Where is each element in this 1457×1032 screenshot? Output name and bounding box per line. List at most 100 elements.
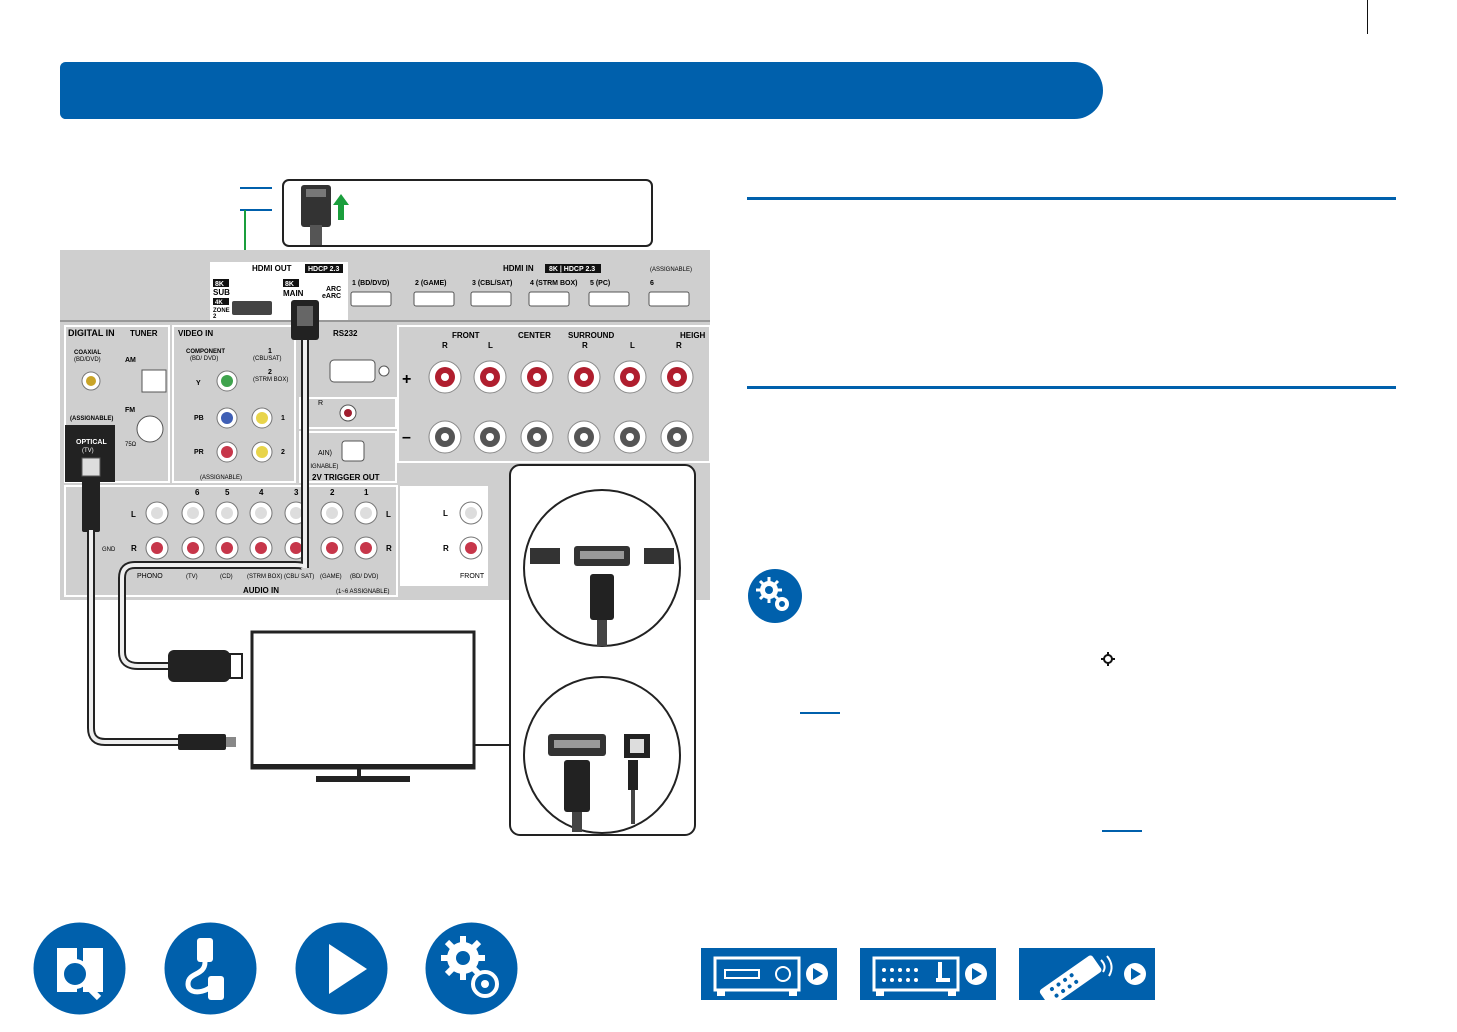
svg-text:+: + [402,371,411,388]
hdmi-plug-tv [168,650,230,682]
svg-text:(STRM BOX): (STRM BOX) [247,574,282,580]
svg-text:8K: 8K [215,281,224,288]
svg-text:L: L [488,341,493,350]
svg-text:3: 3 [294,488,299,497]
page-edge-rule [1367,0,1368,34]
svg-text:(ASSIGNABLE): (ASSIGNABLE) [200,475,242,481]
svg-text:ARC: ARC [326,286,341,293]
playback-icon[interactable] [295,922,388,1015]
hdmi-input-label: 6 [650,280,654,287]
setup-note-icon [748,569,802,623]
hdmi-input-port [648,291,690,307]
optical-plug-tv [178,734,226,750]
svg-text:AM: AM [125,357,136,364]
svg-text:COAXIAL: COAXIAL [74,350,101,356]
svg-text:L: L [443,509,448,518]
svg-text:R: R [386,544,392,553]
svg-text:R: R [442,341,448,350]
svg-text:VIDEO IN: VIDEO IN [178,329,213,338]
section-banner [60,62,1103,119]
svg-text:(BD/ DVD): (BD/ DVD) [350,574,378,580]
gear-icon [1101,652,1115,666]
setup-icon[interactable] [425,922,518,1015]
svg-text:2: 2 [268,369,272,376]
svg-text:TUNER: TUNER [130,329,158,338]
svg-text:SURROUND: SURROUND [568,331,614,340]
svg-text:FRONT: FRONT [452,331,480,340]
rear-panel-diagram: HDMI OUT HDCP 2.3 8K SUB 4K ZONE 2 8K MA… [60,179,711,836]
page-link-2[interactable] [1102,830,1142,832]
svg-text:(TV): (TV) [82,448,94,454]
hdmi-input-label: 5 (PC) [590,280,610,287]
svg-text:OPTICAL: OPTICAL [76,439,107,446]
svg-text:6: 6 [195,488,200,497]
svg-text:R: R [318,400,323,407]
svg-text:4K: 4K [215,300,223,306]
tv-screen [250,630,476,770]
svg-text:L: L [131,510,136,519]
svg-text:FRONT: FRONT [460,573,485,580]
svg-text:AUDIO IN: AUDIO IN [243,586,279,595]
rear-panel-icon[interactable] [860,948,996,1000]
svg-text:2: 2 [213,314,217,320]
svg-text:5: 5 [225,488,230,497]
up-arrow-icon [333,194,349,220]
svg-text:2: 2 [330,488,335,497]
svg-text:(BD/ DVD): (BD/ DVD) [190,356,218,362]
callout-box [282,179,653,247]
tv-stand [316,776,410,782]
svg-text:PHONO: PHONO [137,573,163,580]
svg-text:1: 1 [364,488,369,497]
svg-text:75Ω: 75Ω [125,442,137,448]
section-rule-1 [747,197,1396,200]
svg-text:FM: FM [125,407,135,414]
hdmi-input-port [470,291,512,307]
svg-text:R: R [676,341,682,350]
hdmi-input-port [588,291,630,307]
hdmi-input-port [528,291,570,307]
svg-text:R: R [582,341,588,350]
svg-text:–: – [402,429,411,446]
svg-text:(STRM BOX): (STRM BOX) [253,377,288,383]
svg-text:PB: PB [194,415,204,422]
page-link-1[interactable] [800,712,840,714]
svg-text:MAIN: MAIN [283,289,304,298]
svg-text:RS232: RS232 [333,329,358,338]
svg-text:2V TRIGGER OUT: 2V TRIGGER OUT [312,473,380,482]
svg-text:L: L [386,510,391,519]
svg-text:(CD): (CD) [220,574,233,580]
svg-text:(ASSIGNABLE): (ASSIGNABLE) [650,267,692,273]
connections-icon[interactable] [164,922,257,1015]
svg-text:Y: Y [196,380,201,387]
remote-icon[interactable] [1019,948,1155,1000]
svg-text:DIGITAL IN: DIGITAL IN [68,328,115,338]
hdmi-input-port [350,291,392,307]
svg-text:CENTER: CENTER [518,331,551,340]
svg-text:1: 1 [268,348,272,355]
hdmi-input-label: 2 (GAME) [415,280,447,287]
hdmi-input-port [413,291,455,307]
svg-text:L: L [630,341,635,350]
front-panel-icon[interactable] [701,948,837,1000]
svg-text:HEIGH: HEIGH [680,331,706,340]
svg-text:(TV): (TV) [186,574,198,580]
svg-text:(GAME): (GAME) [320,574,342,580]
svg-text:1: 1 [281,415,285,422]
svg-text:R: R [131,544,137,553]
svg-text:(CBL/SAT): (CBL/SAT) [253,356,282,362]
svg-text:SUB: SUB [213,288,230,297]
contents-icon[interactable] [33,922,126,1015]
svg-text:(BD/DVD): (BD/DVD) [74,357,101,363]
svg-text:2: 2 [281,449,285,456]
svg-text:8K: 8K [285,281,294,288]
svg-text:(A IGNABLE): (A IGNABLE) [303,464,338,470]
svg-text:AIN): AIN) [318,450,332,457]
hdmi-input-label: 4 (STRM BOX) [530,280,577,287]
svg-text:ZONE: ZONE [213,308,230,314]
svg-text:(CBL/ SAT): (CBL/ SAT) [284,574,314,580]
svg-text:COMPONENT: COMPONENT [186,349,225,355]
svg-text:(1~6 ASSIGNABLE): (1~6 ASSIGNABLE) [336,589,390,595]
svg-text:HDMI IN: HDMI IN [503,264,534,273]
svg-text:R: R [443,544,449,553]
svg-text:(ASSIGNABLE): (ASSIGNABLE) [70,416,113,422]
